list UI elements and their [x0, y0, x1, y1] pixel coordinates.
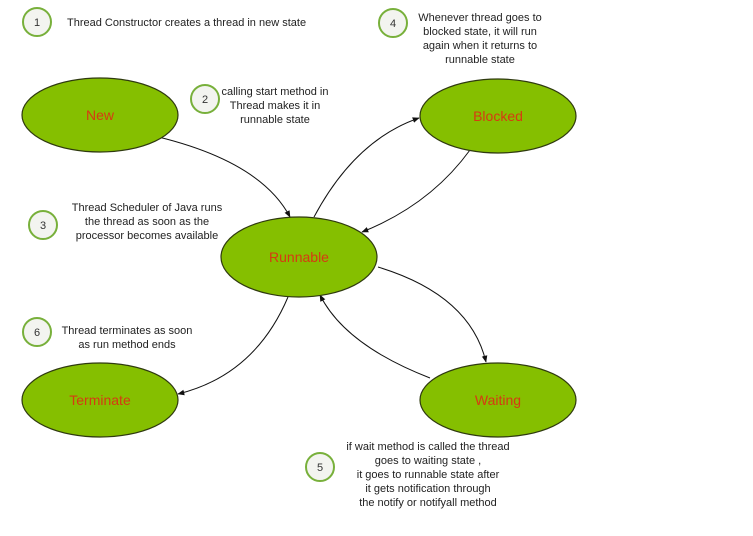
note-3-line: processor becomes available: [76, 230, 218, 242]
note-5-line: goes to waiting state ,: [375, 455, 481, 467]
note-5-line: it goes to runnable state after: [357, 469, 500, 481]
edge-runnable-to-terminate: [177, 296, 289, 396]
note-4-line: runnable state: [445, 54, 515, 66]
note-5: 5 if wait method is called the thread go…: [305, 441, 510, 509]
note-5-line: if wait method is called the thread: [346, 441, 509, 453]
note-2-line: calling start method in: [222, 86, 329, 98]
note-6-badge: [22, 317, 52, 347]
note-3-badge: [28, 210, 58, 240]
note-6: 6 Thread terminates as soon as run metho…: [22, 317, 193, 351]
note-4-badge: [378, 8, 408, 38]
note-5-line: it gets notification through: [365, 483, 490, 495]
note-3-line: Thread Scheduler of Java runs: [72, 202, 223, 214]
edge-blocked-to-runnable: [361, 149, 471, 233]
state-blocked-label: Blocked: [473, 108, 523, 124]
state-new: New: [21, 77, 179, 153]
note-5-number: 5: [317, 462, 323, 474]
note-1: 1 Thread Constructor creates a thread in…: [22, 7, 306, 37]
transitions: [149, 117, 488, 396]
note-4-line: blocked state, it will run: [423, 26, 537, 38]
note-3-number: 3: [40, 220, 46, 232]
note-6-line: Thread terminates as soon: [62, 325, 193, 337]
edge-runnable-to-blocked: [313, 117, 420, 218]
note-1-line: Thread Constructor creates a thread in n…: [67, 17, 306, 29]
note-1-badge: [22, 7, 52, 37]
note-5-badge: [305, 452, 335, 482]
state-waiting-label: Waiting: [475, 392, 521, 408]
note-6-line: as run method ends: [78, 339, 176, 351]
note-4-line: again when it returns to: [423, 40, 537, 52]
note-6-number: 6: [34, 327, 40, 339]
state-terminate: Terminate: [21, 362, 179, 438]
edge-new-to-runnable: [149, 134, 291, 218]
state-terminate-label: Terminate: [69, 392, 131, 408]
note-3: 3 Thread Scheduler of Java runs the thre…: [28, 202, 223, 242]
state-new-label: New: [86, 107, 115, 123]
note-2-badge: [190, 84, 220, 114]
state-waiting: Waiting: [419, 362, 577, 438]
state-blocked: Blocked: [419, 78, 577, 154]
note-4-line: Whenever thread goes to: [418, 12, 542, 24]
edge-runnable-to-waiting: [377, 266, 488, 363]
note-4-number: 4: [390, 18, 396, 30]
note-3-line: the thread as soon as the: [85, 216, 209, 228]
edge-waiting-to-runnable: [319, 294, 431, 379]
state-runnable: Runnable: [220, 216, 378, 298]
note-2-line: Thread makes it in: [230, 100, 320, 112]
note-2-number: 2: [202, 94, 208, 106]
state-runnable-label: Runnable: [269, 249, 329, 265]
note-5-line: the notify or notifyall method: [359, 497, 497, 509]
note-4: 4 Whenever thread goes to blocked state,…: [378, 8, 542, 66]
note-1-number: 1: [34, 17, 40, 29]
note-2: 2 calling start method in Thread makes i…: [190, 84, 329, 126]
note-2-line: runnable state: [240, 114, 310, 126]
